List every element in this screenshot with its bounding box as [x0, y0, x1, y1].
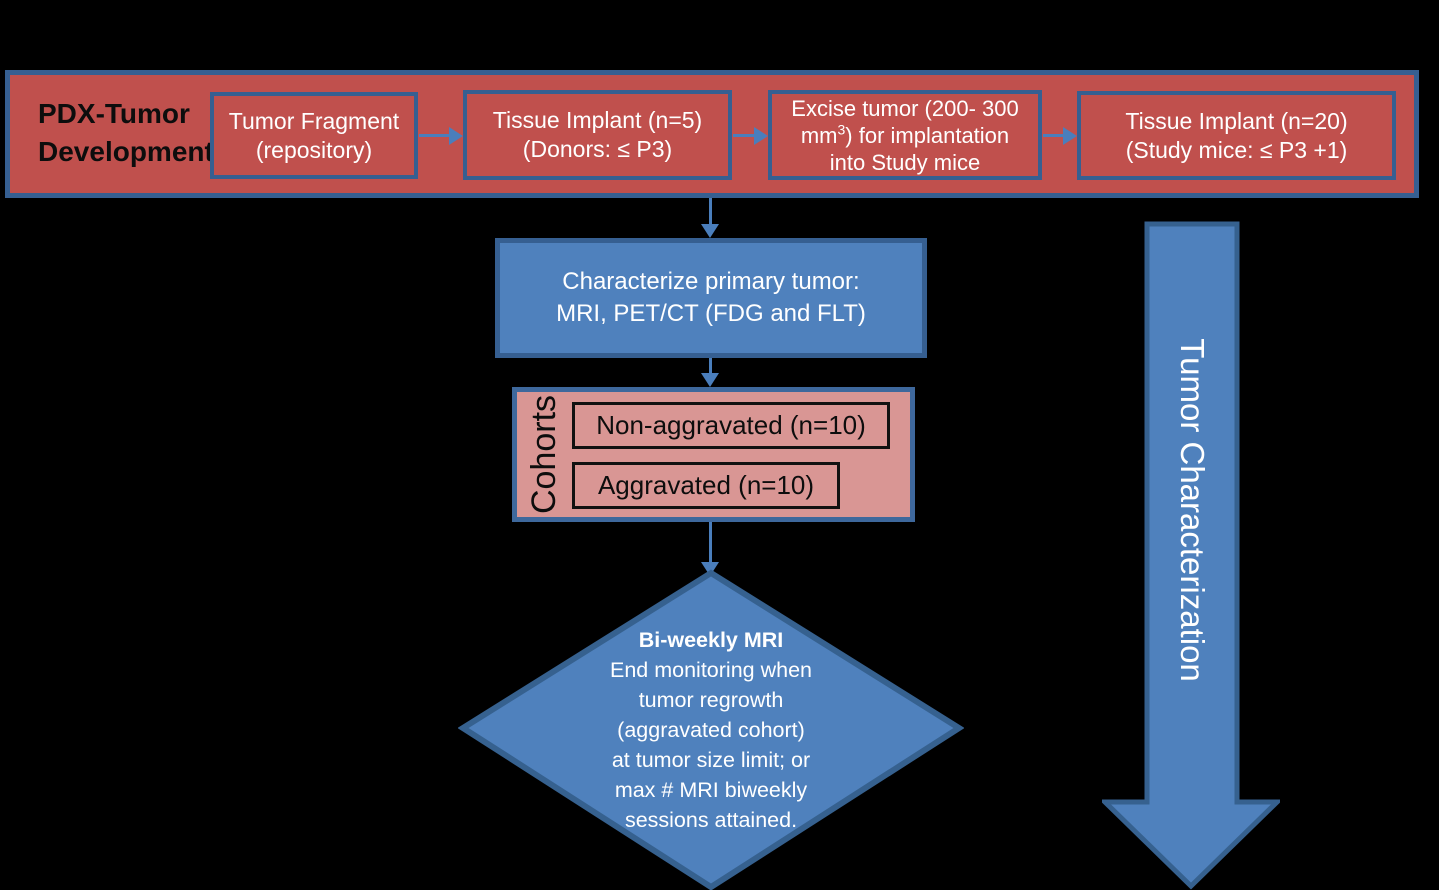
right-arrowhead-icon — [754, 127, 768, 145]
flow-line-5 — [709, 358, 712, 375]
tumor-fragment-box: Tumor Fragment (repository) — [210, 92, 418, 179]
right-arrowhead-icon — [449, 127, 463, 145]
banner-title: PDX-Tumor Development — [38, 95, 258, 173]
characterize-line1: Characterize primary tumor: — [562, 268, 860, 295]
diamond-text: Bi-weekly MRI End monitoring when tumor … — [531, 625, 891, 835]
tissue-implant-n20-line1: Tissue Implant (n=20) — [1125, 107, 1348, 134]
diamond-shape-icon — [457, 569, 965, 890]
tumor-characterization-label: Tumor Characterization — [1147, 250, 1237, 770]
excise-tumor-superscript: 3 — [837, 121, 846, 138]
tumor-fragment-line2: (repository) — [255, 136, 373, 163]
excise-tumor-line1: Excise tumor (200- 300 — [791, 95, 1019, 121]
down-arrowhead-icon — [701, 373, 719, 387]
excise-tumor-line2-pre: mm — [800, 122, 838, 148]
flow-line-6 — [709, 522, 712, 564]
diamond-title: Bi-weekly MRI — [638, 628, 784, 652]
big-down-arrow-icon — [1098, 221, 1284, 890]
characterize-line2: MRI, PET/CT (FDG and FLT) — [556, 300, 866, 327]
flow-line-1 — [419, 134, 451, 137]
cohort-aggravated: Aggravated (n=10) — [572, 462, 840, 509]
diamond-line3: (aggravated cohort) — [617, 718, 805, 742]
tissue-implant-n20-box: Tissue Implant (n=20) (Study mice: ≤ P3 … — [1077, 91, 1396, 180]
flow-line-2 — [733, 134, 755, 137]
banner-title-line1: PDX-Tumor — [38, 98, 190, 129]
tumor-fragment-line1: Tumor Fragment — [228, 107, 400, 134]
flow-line-3 — [1043, 134, 1065, 137]
tissue-implant-n5-line1: Tissue Implant (n=5) — [492, 107, 703, 133]
cohort-non-aggravated: Non-aggravated (n=10) — [572, 402, 890, 449]
excise-tumor-line2: mm3) for implantation — [801, 122, 1009, 149]
diamond-line4: at tumor size limit; or — [611, 748, 811, 772]
right-arrowhead-icon — [1063, 127, 1077, 145]
tissue-implant-n5-box: Tissue Implant (n=5) (Donors: ≤ P3) — [463, 90, 732, 180]
banner-title-line2: Development — [38, 136, 214, 167]
characterize-tumor-box: Characterize primary tumor: MRI, PET/CT … — [495, 238, 927, 358]
down-arrowhead-icon — [701, 224, 719, 238]
tumor-characterization-label-text: Tumor Characterization — [1174, 338, 1212, 682]
tissue-implant-n20-line2: (Study mice: ≤ P3 +1) — [1125, 136, 1348, 163]
tumor-characterization-arrow — [1098, 220, 1284, 890]
diamond-line6: sessions attained. — [624, 808, 798, 832]
diamond-line2: tumor regrowth — [638, 688, 784, 712]
tissue-implant-n5-line2: (Donors: ≤ P3) — [522, 136, 673, 162]
cohorts-label-text: Cohorts — [525, 394, 564, 514]
flow-line-4 — [709, 198, 712, 225]
cohort-aggravated-label: Aggravated (n=10) — [597, 470, 815, 500]
cohorts-box — [512, 387, 915, 522]
excise-tumor-line2-post: ) for implantation — [845, 122, 1010, 148]
decision-diamond — [457, 569, 965, 890]
cohort-non-aggravated-label: Non-aggravated (n=10) — [596, 410, 866, 440]
excise-tumor-box: Excise tumor (200- 300 mm3) for implanta… — [768, 90, 1042, 180]
diamond-line5: max # MRI biweekly — [614, 778, 808, 802]
cohorts-label: Cohorts — [514, 390, 576, 518]
diamond-line1: End monitoring when — [610, 658, 812, 682]
excise-tumor-line3: into Study mice — [829, 149, 981, 175]
